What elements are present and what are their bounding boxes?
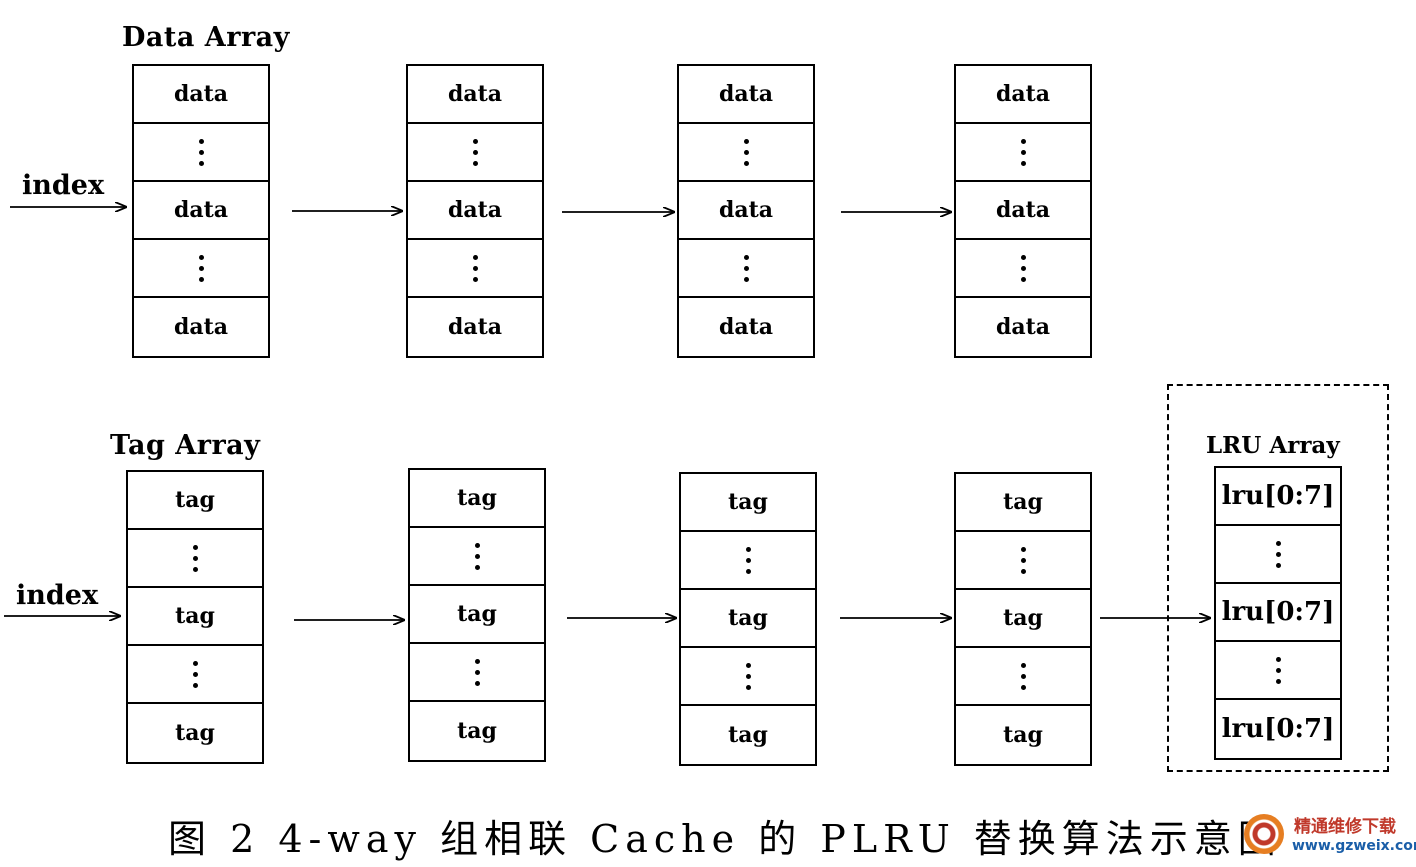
tag-index-label: index [16,580,99,611]
ellipsis [408,124,542,182]
data-way-1: data data data [406,64,544,358]
watermark-url: www.gzweix.com [1292,838,1416,854]
tag-cell: tag [175,720,215,746]
lru-array-box [1167,384,1389,772]
data-cell: data [995,314,1051,340]
data-cell: data [447,314,503,340]
data-cell: data [956,66,1090,124]
ellipsis [956,532,1090,590]
figure-caption: 图 2 4-way 组相联 Cache 的 PLRU 替换算法示意图 [168,817,1282,861]
data-cell: data [408,66,542,124]
ellipsis [681,648,815,706]
watermark-text: 精通维修下载 [1294,817,1396,837]
ellipsis [1216,642,1340,700]
ellipsis [128,530,262,588]
data-cell: data [134,66,268,124]
tag-way-3: tag tag tag [954,472,1092,766]
ellipsis [956,648,1090,706]
data-array-title: Data Array [122,22,290,53]
data-cell: data [679,66,813,124]
data-way-2: data data data [677,64,815,358]
ellipsis [679,240,813,298]
ellipsis [410,528,544,586]
tag-cell: tag [956,590,1090,648]
data-cell: data [134,182,268,240]
tag-cell: tag [410,470,544,528]
tag-cell: tag [128,588,262,646]
ellipsis [956,124,1090,182]
ellipsis [1216,526,1340,584]
ellipsis [134,240,268,298]
ellipsis [134,124,268,182]
data-way-3: data data data [954,64,1092,358]
lru-array: lru[0:7] lru[0:7] lru[0:7] [1214,466,1342,760]
tag-cell: tag [457,718,497,744]
ellipsis [410,644,544,702]
tag-cell: tag [956,474,1090,532]
tag-cell: tag [1003,722,1043,748]
data-cell: data [408,182,542,240]
watermark: 精通维修下载 www.gzweix.com [1240,808,1416,863]
data-cell: data [956,182,1090,240]
tag-array-title: Tag Array [110,430,261,461]
ellipsis [956,240,1090,298]
lru-cell: lru[0:7] [1221,714,1335,744]
tag-cell: tag [681,474,815,532]
data-way-0: data data data [132,64,270,358]
tag-cell: tag [410,586,544,644]
data-cell: data [173,314,229,340]
ellipsis [681,532,815,590]
tag-way-1: tag tag tag [408,468,546,762]
ellipsis [679,124,813,182]
lru-array-title: LRU Array [1206,432,1340,459]
data-cell: data [679,182,813,240]
tag-cell: tag [728,722,768,748]
tag-way-2: tag tag tag [679,472,817,766]
tag-cell: tag [128,472,262,530]
data-cell: data [718,314,774,340]
ellipsis [128,646,262,704]
ellipsis [408,240,542,298]
tag-way-0: tag tag tag [126,470,264,764]
lru-cell: lru[0:7] [1216,468,1340,526]
tag-cell: tag [681,590,815,648]
data-index-label: index [22,170,105,201]
lru-cell: lru[0:7] [1216,584,1340,642]
watermark-logo-icon [1244,814,1284,854]
